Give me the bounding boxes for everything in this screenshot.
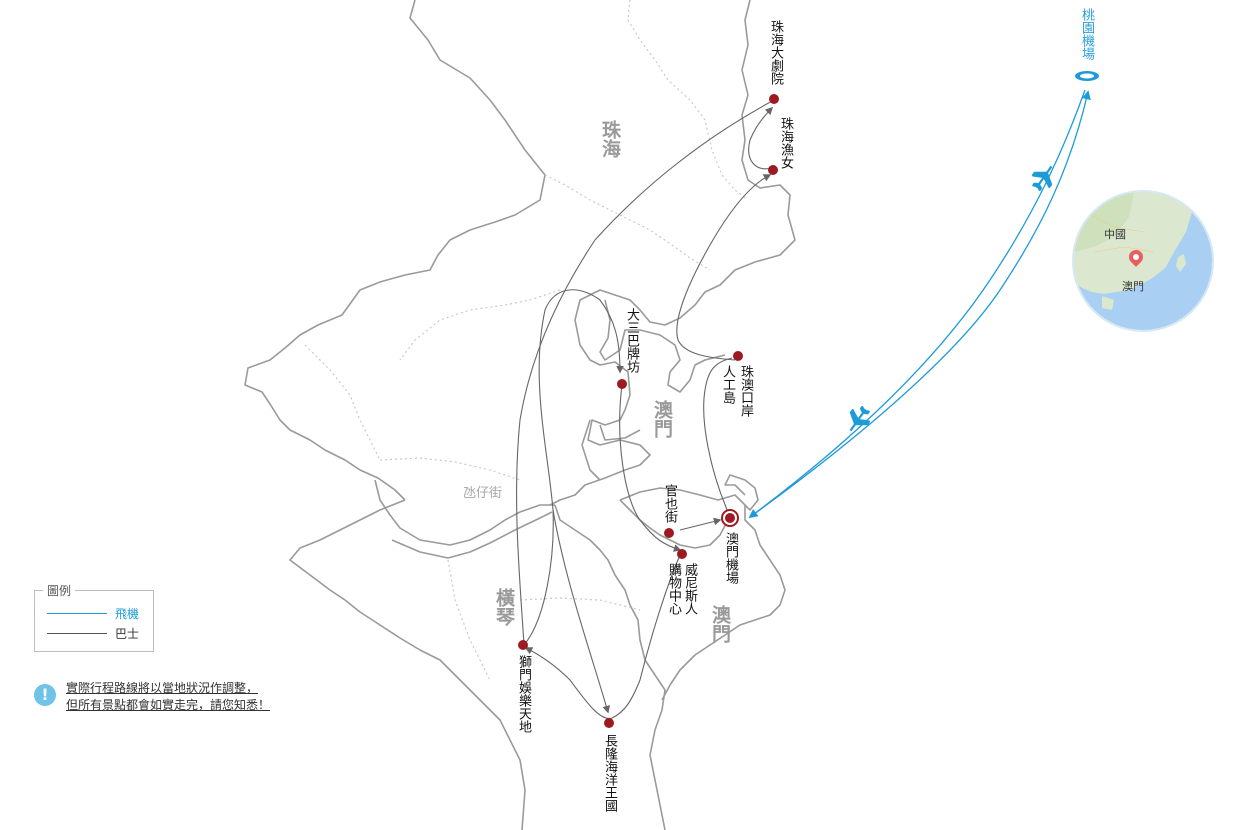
- flight-routes: [748, 89, 1091, 519]
- attraction-label-line2: 購物中心: [666, 563, 681, 615]
- poi-macau-airport[interactable]: [721, 509, 739, 527]
- attraction-label: 獅門娛樂天地: [516, 655, 531, 733]
- region-label-macau-peninsula: 澳門: [651, 400, 673, 438]
- poi-venetian[interactable]: [677, 549, 687, 559]
- bus-route-cunha-airport: [679, 517, 722, 531]
- bus-route-chimelong-liongate: [524, 554, 681, 719]
- inset-map-graphic: [1074, 192, 1212, 330]
- airport-label-taoyuan: 桃園機場: [1079, 8, 1094, 60]
- region-label-hengqin: 橫琴: [493, 588, 515, 626]
- inset-label-macau: 澳門: [1122, 280, 1144, 293]
- attraction-label-line1: 威尼斯人: [682, 563, 697, 615]
- notice-line-2: 但所有景點都會如實走完，請您知悉！: [66, 698, 271, 712]
- legend-label-flight: 飛機: [115, 607, 140, 621]
- notice-text: 實際行程路線將以當地狀況作調整， 但所有景點都會如實走完，請您知悉！: [66, 680, 270, 714]
- bus-route-stpaul-venetian: [619, 384, 682, 552]
- poi-zhuhai-fisher-girl[interactable]: [768, 165, 778, 175]
- legend-label-bus: 巴士: [115, 627, 140, 641]
- poi-ruins-of-st-paul[interactable]: [617, 379, 627, 389]
- poi-chimelong[interactable]: [604, 718, 614, 728]
- poi-rua-do-cunha[interactable]: [664, 528, 674, 538]
- attraction-label-line2: 人工島: [720, 365, 735, 404]
- flight-route-outbound: [748, 89, 1086, 519]
- legend-item-flight: 飛機: [47, 605, 139, 622]
- bus-route-fishergirl-theatre: [748, 106, 774, 170]
- bus-route-to-chimelong: [552, 509, 610, 714]
- region-label-macau-coloane: 澳門: [709, 605, 731, 643]
- bus-route-airport-border: [703, 357, 733, 513]
- district-boundaries: [304, 0, 746, 681]
- bus-route-border-fishergirl: [676, 174, 772, 361]
- legend-title: 圖例: [43, 582, 76, 599]
- airplane-icon: [849, 405, 871, 432]
- bus-route-liongate-stpaul: [523, 289, 624, 646]
- legend-swatch-flight: [47, 613, 107, 614]
- airport-marker-icon: [1075, 71, 1099, 81]
- legend: 圖例 飛機 巴士: [34, 582, 154, 652]
- legend-item-bus: 巴士: [47, 625, 139, 642]
- poi-lion-gate[interactable]: [518, 640, 528, 650]
- flight-route-return: [749, 90, 1091, 518]
- bus-route-theatre-liongate: [516, 99, 775, 646]
- inset-label-china: 中國: [1104, 228, 1126, 241]
- notice: ! 實際行程路線將以當地狀況作調整， 但所有景點都會如實走完，請您知悉！: [34, 680, 270, 714]
- poi-zhuhai-grand-theatre[interactable]: [769, 94, 779, 104]
- poi-border-gate[interactable]: [733, 351, 743, 361]
- legend-swatch-bus: [47, 633, 107, 634]
- district-label-taipa: 氹仔街: [463, 486, 503, 501]
- attraction-label: 珠海大劇院: [768, 20, 783, 85]
- attraction-label: 澳門機場: [723, 532, 738, 584]
- coastline: [244, 0, 796, 830]
- attraction-label: 大三巴牌坊: [624, 308, 639, 373]
- region-label-zhuhai: 珠海: [599, 120, 621, 158]
- attraction-label: 珠海漁女: [778, 117, 793, 169]
- location-pin-dot: [1133, 254, 1139, 260]
- attraction-label: 長隆海洋王國: [602, 734, 617, 812]
- attraction-label-line1: 珠澳口岸: [738, 365, 753, 417]
- bus-routes: [516, 99, 775, 719]
- attraction-label: 官也街: [662, 484, 677, 523]
- airplane-icon: [1031, 165, 1053, 192]
- poi-markers: [518, 94, 779, 728]
- inset-locator-map: 中國 澳門: [1072, 190, 1214, 332]
- notice-line-1: 實際行程路線將以當地狀況作調整，: [66, 681, 259, 695]
- exclamation-icon: !: [34, 684, 56, 706]
